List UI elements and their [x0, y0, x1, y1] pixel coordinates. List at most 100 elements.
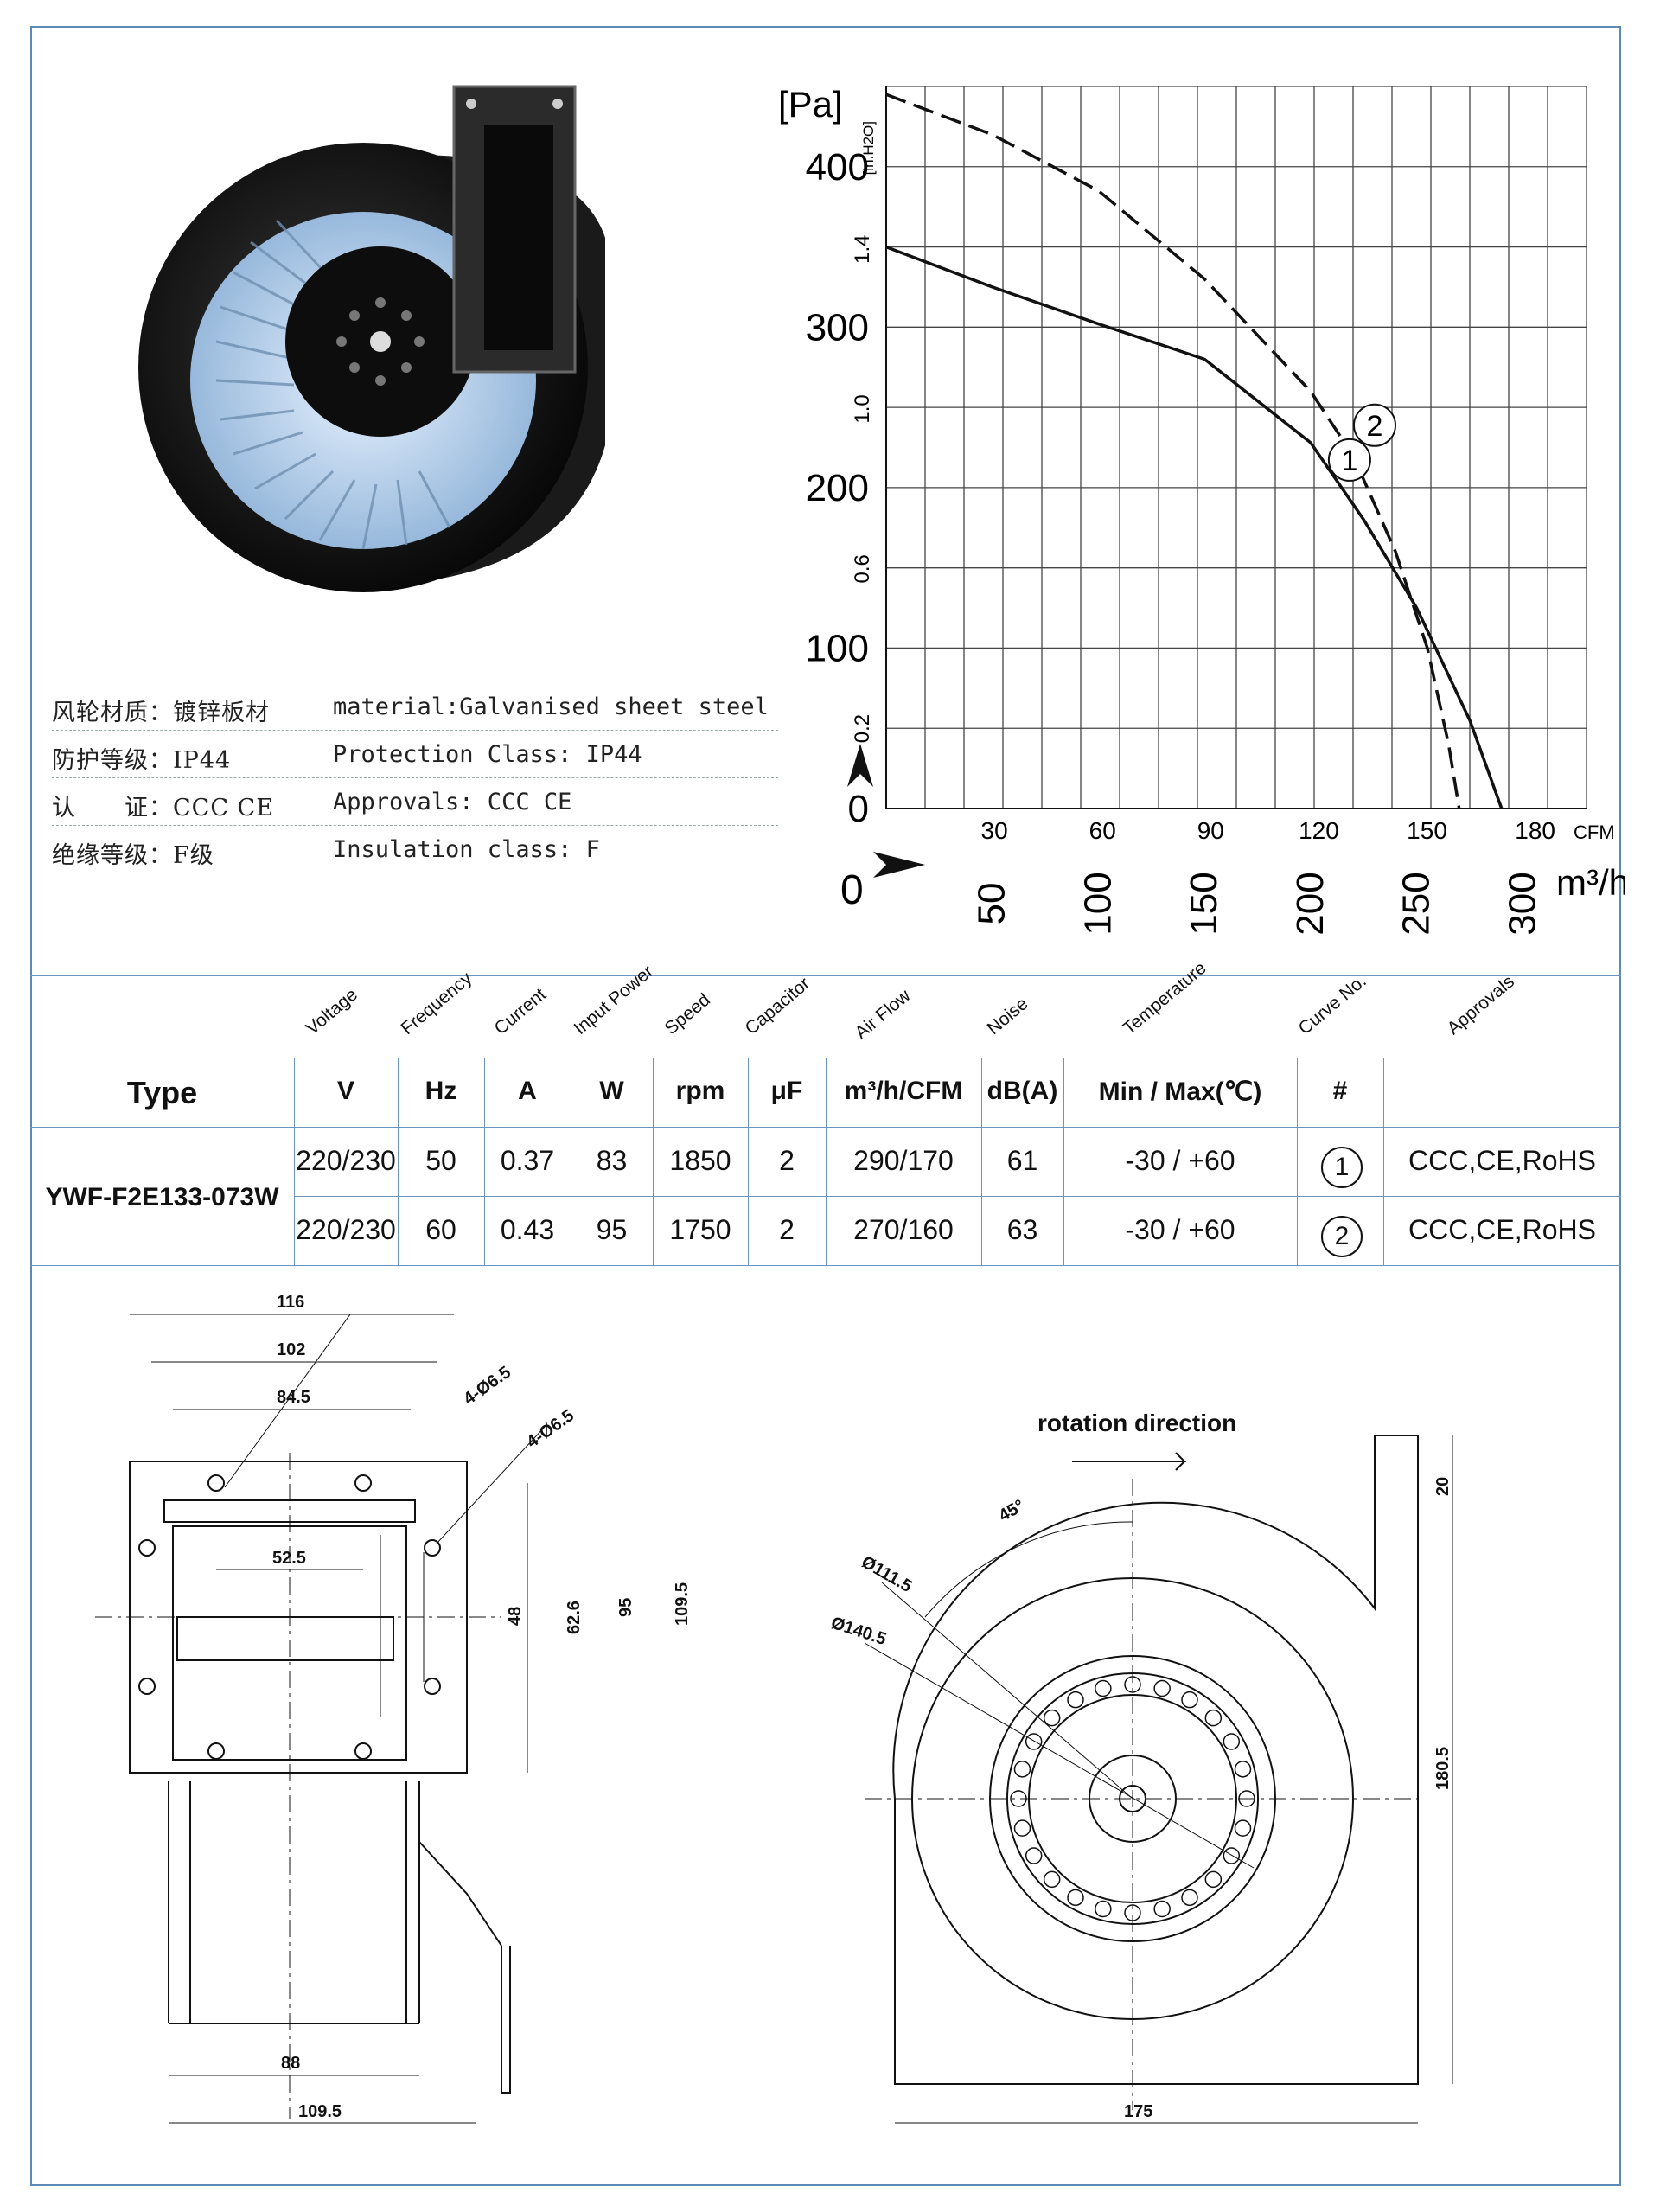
table-cell: 220/230 — [296, 1214, 396, 1245]
rotation-direction-label: rotation direction — [1038, 1410, 1236, 1436]
dim-label: 62.6 — [565, 1601, 584, 1634]
table-cell: 2 — [779, 1145, 795, 1176]
spec-zh: 绝缘等级：F级 — [52, 842, 214, 869]
spec-row: 绝缘等级：F级 Insulation class: F — [52, 826, 778, 873]
spec-zh: 认 证：CCC CE — [52, 795, 274, 822]
spec-en: Protection Class: IP44 — [333, 741, 642, 768]
unit-current: A — [518, 1077, 537, 1105]
x-tick-cfm: 150 — [1407, 817, 1447, 844]
header-noise: Noise — [983, 994, 1032, 1039]
performance-chart: 124003002001000[Pa][in.H2O]1.41.00.60.23… — [778, 84, 1625, 934]
front-view-drawing: 116 102 84.5 4-Ø6.5 4-Ø6.5 52.5 48 62.6 … — [95, 1293, 692, 2124]
x-tick-m3h: 300 — [1501, 872, 1543, 934]
curve-1 — [885, 245, 1504, 809]
curve-2 — [885, 93, 1461, 809]
chart-labels: 124003002001000[Pa][in.H2O]1.41.00.60.23… — [778, 84, 1625, 934]
x-tick-cfm: 90 — [1197, 817, 1224, 844]
dim-label: 109.5 — [673, 1582, 692, 1626]
x-tick-cfm: 30 — [981, 817, 1008, 844]
table-cell: CCC,CE,RoHS — [1408, 1145, 1596, 1176]
curve-marker — [1327, 438, 1371, 482]
header-speed: Speed — [661, 989, 714, 1039]
curve-number: 2 — [1367, 410, 1383, 443]
spec-list: 风轮材质：镀锌板材 material:Galvanised sheet stee… — [52, 683, 778, 873]
unit-speed: rpm — [675, 1077, 725, 1105]
table-cell: -30 / +60 — [1125, 1145, 1235, 1176]
header-curve-no: Curve No. — [1294, 970, 1370, 1039]
side-view-drawing: rotation direction 45° Ø111.5 Ø140.5 20 … — [828, 1410, 1453, 2124]
spec-en: Insulation class: F — [333, 836, 600, 863]
dim-label: 88 — [281, 2054, 300, 2073]
dim-label: 45° — [996, 1496, 1028, 1525]
table-cell: 270/160 — [853, 1214, 954, 1245]
table-cell: 2 — [1321, 1216, 1363, 1257]
dim-label: Ø140.5 — [828, 1614, 888, 1649]
spec-table: Voltage Frequency Current Input Power Sp… — [30, 958, 1621, 1265]
unit-airflow: m³/h/CFM — [844, 1077, 963, 1105]
table-cell: 0.43 — [500, 1214, 555, 1245]
chart-curves — [885, 93, 1504, 809]
x-arrow-icon — [873, 852, 925, 878]
spec-row: 防护等级：IP44 Protection Class: IP44 — [52, 731, 778, 778]
fan-product-photo — [138, 85, 605, 592]
curve-marker — [1353, 403, 1396, 447]
y2-unit-label: [in.H2O] — [860, 121, 877, 175]
dim-label: 95 — [616, 1598, 635, 1617]
dim-label: 175 — [1124, 2102, 1152, 2121]
page-frame — [30, 26, 1621, 2186]
divider — [30, 975, 1621, 976]
dim-label: 52.5 — [272, 1549, 306, 1568]
y-tick-label: 200 — [806, 467, 869, 509]
spec-row: 风轮材质：镀锌板材 material:Galvanised sheet stee… — [52, 683, 778, 731]
spec-en: material:Galvanised sheet steel — [333, 694, 769, 720]
y2-tick-label: 1.0 — [851, 394, 874, 423]
y-tick-label: 100 — [806, 627, 869, 669]
type-label: Type — [126, 1075, 198, 1110]
dim-label: 180.5 — [1433, 1747, 1452, 1790]
x-tick-m3h: 200 — [1289, 872, 1331, 934]
table-cell: 0.37 — [500, 1145, 555, 1176]
model-name: YWF-F2E133-073W — [45, 1183, 279, 1211]
header-approvals: Approvals — [1443, 971, 1518, 1039]
table-cell: 60 — [425, 1214, 456, 1245]
y-tick-label: 400 — [806, 146, 869, 189]
y-tick-label: 0 — [848, 788, 869, 830]
dim-label: 20 — [1433, 1477, 1452, 1496]
unit-frequency: Hz — [425, 1077, 457, 1105]
header-frequency: Frequency — [397, 968, 476, 1039]
header-voltage: Voltage — [302, 984, 362, 1039]
y2-tick-label: 0.2 — [851, 714, 874, 743]
table-cell: 290/170 — [853, 1145, 954, 1176]
x-unit-m3h: m³/h — [1556, 862, 1625, 903]
x-unit-cfm: CFM — [1574, 822, 1615, 843]
unit-capacitance: μF — [770, 1077, 803, 1105]
dim-label: 48 — [506, 1607, 525, 1626]
table-cell: 220/230 — [296, 1145, 396, 1176]
x-tick-cfm: 180 — [1515, 817, 1555, 844]
spec-row: 认 证：CCC CE Approvals: CCC CE — [52, 778, 778, 826]
header-capacitor: Capacitor — [741, 973, 814, 1039]
y-arrow-icon — [847, 744, 873, 787]
x-tick-m3h: 100 — [1076, 872, 1119, 934]
header-current: Current — [490, 984, 551, 1039]
table-cell: 83 — [596, 1145, 628, 1176]
y2-tick-label: 1.4 — [851, 234, 874, 263]
y-tick-label: 300 — [806, 306, 869, 348]
unit-power: W — [599, 1077, 624, 1105]
dim-label: 4-Ø6.5 — [460, 1363, 514, 1409]
unit-voltage: V — [336, 1077, 354, 1105]
table-cell: 95 — [596, 1214, 628, 1245]
x-tick-m3h: 150 — [1183, 872, 1225, 934]
unit-temperature: Min / Max(℃) — [1098, 1077, 1262, 1106]
chart-grid — [885, 86, 1587, 809]
dim-label: Ø111.5 — [859, 1552, 916, 1596]
unit-curve: # — [1332, 1077, 1348, 1105]
spec-en: Approvals: CCC CE — [333, 789, 572, 815]
header-air-flow: Air Flow — [851, 985, 915, 1044]
dim-label: 116 — [277, 1293, 304, 1312]
table-cell: 1 — [1321, 1147, 1363, 1188]
curve-number: 1 — [1341, 444, 1357, 477]
table-cell: CCC,CE,RoHS — [1408, 1214, 1596, 1245]
x-tick-cfm: 120 — [1299, 817, 1339, 844]
spec-zh: 风轮材质：镀锌板材 — [52, 700, 270, 726]
